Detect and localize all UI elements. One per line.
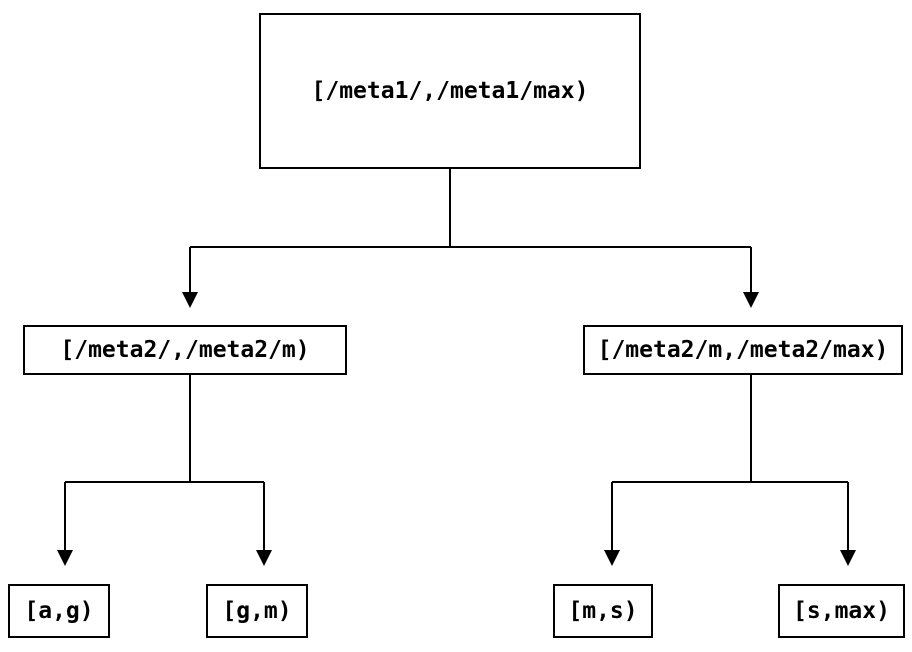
node-leaf-m-s-label: [m,s) bbox=[568, 598, 638, 624]
node-level2-left: [/meta2/,/meta2/m) bbox=[23, 325, 347, 375]
node-root: [/meta1/,/meta1/max) bbox=[259, 13, 641, 169]
edge-arrowhead-icon bbox=[256, 550, 272, 566]
node-level2-right: [/meta2/m,/meta2/max) bbox=[583, 325, 903, 375]
edge-arrowhead-icon bbox=[840, 550, 856, 566]
node-level2-right-label: [/meta2/m,/meta2/max) bbox=[597, 337, 889, 363]
node-root-label: [/meta1/,/meta1/max) bbox=[311, 78, 589, 104]
node-leaf-s-max: [s,max) bbox=[778, 584, 905, 638]
edge-left-to-leaves bbox=[64, 375, 265, 551]
node-leaf-a-g: [a,g) bbox=[8, 584, 110, 638]
node-level2-left-label: [/meta2/,/meta2/m) bbox=[60, 337, 310, 363]
edge-arrowhead-icon bbox=[182, 292, 198, 308]
edge-root-to-level2 bbox=[189, 169, 752, 293]
node-leaf-g-m-label: [g,m) bbox=[222, 598, 292, 624]
edge-arrowhead-icon bbox=[743, 292, 759, 308]
node-leaf-s-max-label: [s,max) bbox=[793, 598, 890, 624]
edge-right-to-leaves bbox=[611, 375, 849, 551]
edge-arrowhead-icon bbox=[604, 550, 620, 566]
node-leaf-m-s: [m,s) bbox=[553, 584, 653, 638]
node-leaf-a-g-label: [a,g) bbox=[24, 598, 94, 624]
edge-arrowhead-icon bbox=[57, 550, 73, 566]
node-leaf-g-m: [g,m) bbox=[206, 584, 308, 638]
